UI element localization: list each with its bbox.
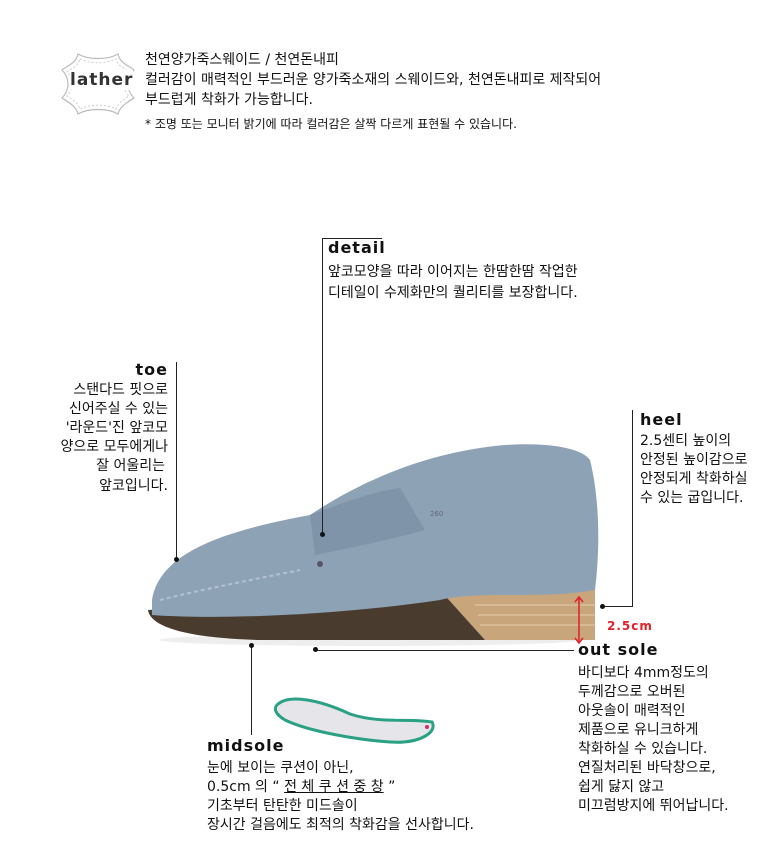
midsole-dot <box>249 643 254 648</box>
toe-line: 스탠다드 핏으로 <box>73 382 168 398</box>
heel-leader-line <box>632 410 633 607</box>
detail-leader-top <box>322 238 382 239</box>
header-title: 천연양가죽스웨이드 / 천연돈내피 <box>145 52 339 68</box>
heel-height-value: 2.5cm <box>607 619 653 633</box>
detail-label: detail <box>328 238 386 257</box>
heel-line: 수 있는 굽입니다. <box>640 490 744 506</box>
heel-label: heel <box>640 410 683 429</box>
outsole-line: 제품으로 유니크하게 <box>578 722 699 738</box>
midsole-line-2: 0.5cm 의 “ 전 체 쿠 션 중 창 ” <box>207 778 395 798</box>
outsole-line: 착화하실 수 있습니다. <box>578 741 708 757</box>
outsole-line: 쉽게 닳지 않고 <box>578 779 665 795</box>
outsole-label: out sole <box>578 640 659 659</box>
toe-line: 잘 어울리는 <box>96 458 165 474</box>
header-line-1: 컬러감이 매력적인 부드러운 양가죽소재의 스웨이드와, 천연돈내피로 제작되어 <box>145 72 602 88</box>
heel-leader-h <box>602 606 633 607</box>
heel-line: 안정되게 착화하실 <box>640 471 748 487</box>
toe-leader-line <box>176 362 177 560</box>
midsole-prefix: 0.5cm 의 “ <box>207 779 280 795</box>
heel-line: 2.5센티 높이의 <box>640 433 732 449</box>
detail-line: 디테일이 수제화만의 퀄리티를 보장합니다. <box>328 285 578 301</box>
midsole-suffix: ” <box>388 779 396 795</box>
midsole-emphasis: 전 체 쿠 션 중 창 <box>284 779 384 795</box>
toe-line: 앞코입니다. <box>99 478 168 494</box>
detail-leader-line <box>322 238 323 534</box>
detail-dot <box>320 532 325 537</box>
insole-image <box>273 697 435 744</box>
heel-line: 안정된 높이감으로 <box>640 452 748 468</box>
toe-line: 양으로 모두에게나 <box>60 439 169 455</box>
midsole-line-1: 눈에 보이는 쿠션이 아닌, <box>207 760 354 776</box>
leather-logo-text: lather <box>70 70 134 90</box>
header-line-2: 부드럽게 착화가 가능합니다. <box>145 92 313 108</box>
leather-icon: lather <box>58 48 138 120</box>
toe-line: '라운드'진 앞코모 <box>65 420 168 436</box>
outsole-line: 두께감으로 오버된 <box>578 684 686 700</box>
header-note: * 조명 또는 모니터 밝기에 따라 컬러감은 살짝 다르게 표현될 수 있습니… <box>145 117 517 131</box>
svg-text:260: 260 <box>430 510 443 518</box>
midsole-leader-line <box>251 645 252 735</box>
outsole-leader-line <box>316 650 574 651</box>
heel-dot <box>600 604 605 609</box>
detail-line: 앞코모양을 따라 이어지는 한땀한땀 작업한 <box>328 264 578 280</box>
heel-height-arrow-icon <box>574 595 584 645</box>
shoe-image: 260 <box>148 444 599 646</box>
outsole-line: 연질처리된 바닥창으로, <box>578 760 716 776</box>
outsole-dot <box>313 647 318 652</box>
outsole-line: 바디보다 4mm정도의 <box>578 665 709 681</box>
outsole-line: 미끄럼방지에 뛰어납니다. <box>578 798 729 814</box>
toe-dot <box>174 557 179 562</box>
toe-label: toe <box>135 360 168 379</box>
outsole-line: 아웃솔이 매력적인 <box>578 703 686 719</box>
midsole-label: midsole <box>207 736 285 755</box>
midsole-line-3: 기초부터 탄탄한 미드솔이 <box>207 798 358 814</box>
midsole-line-4: 장시간 걸음에도 최적의 착화감을 선사합니다. <box>207 817 474 833</box>
toe-line: 신어주실 수 있는 <box>68 401 168 417</box>
